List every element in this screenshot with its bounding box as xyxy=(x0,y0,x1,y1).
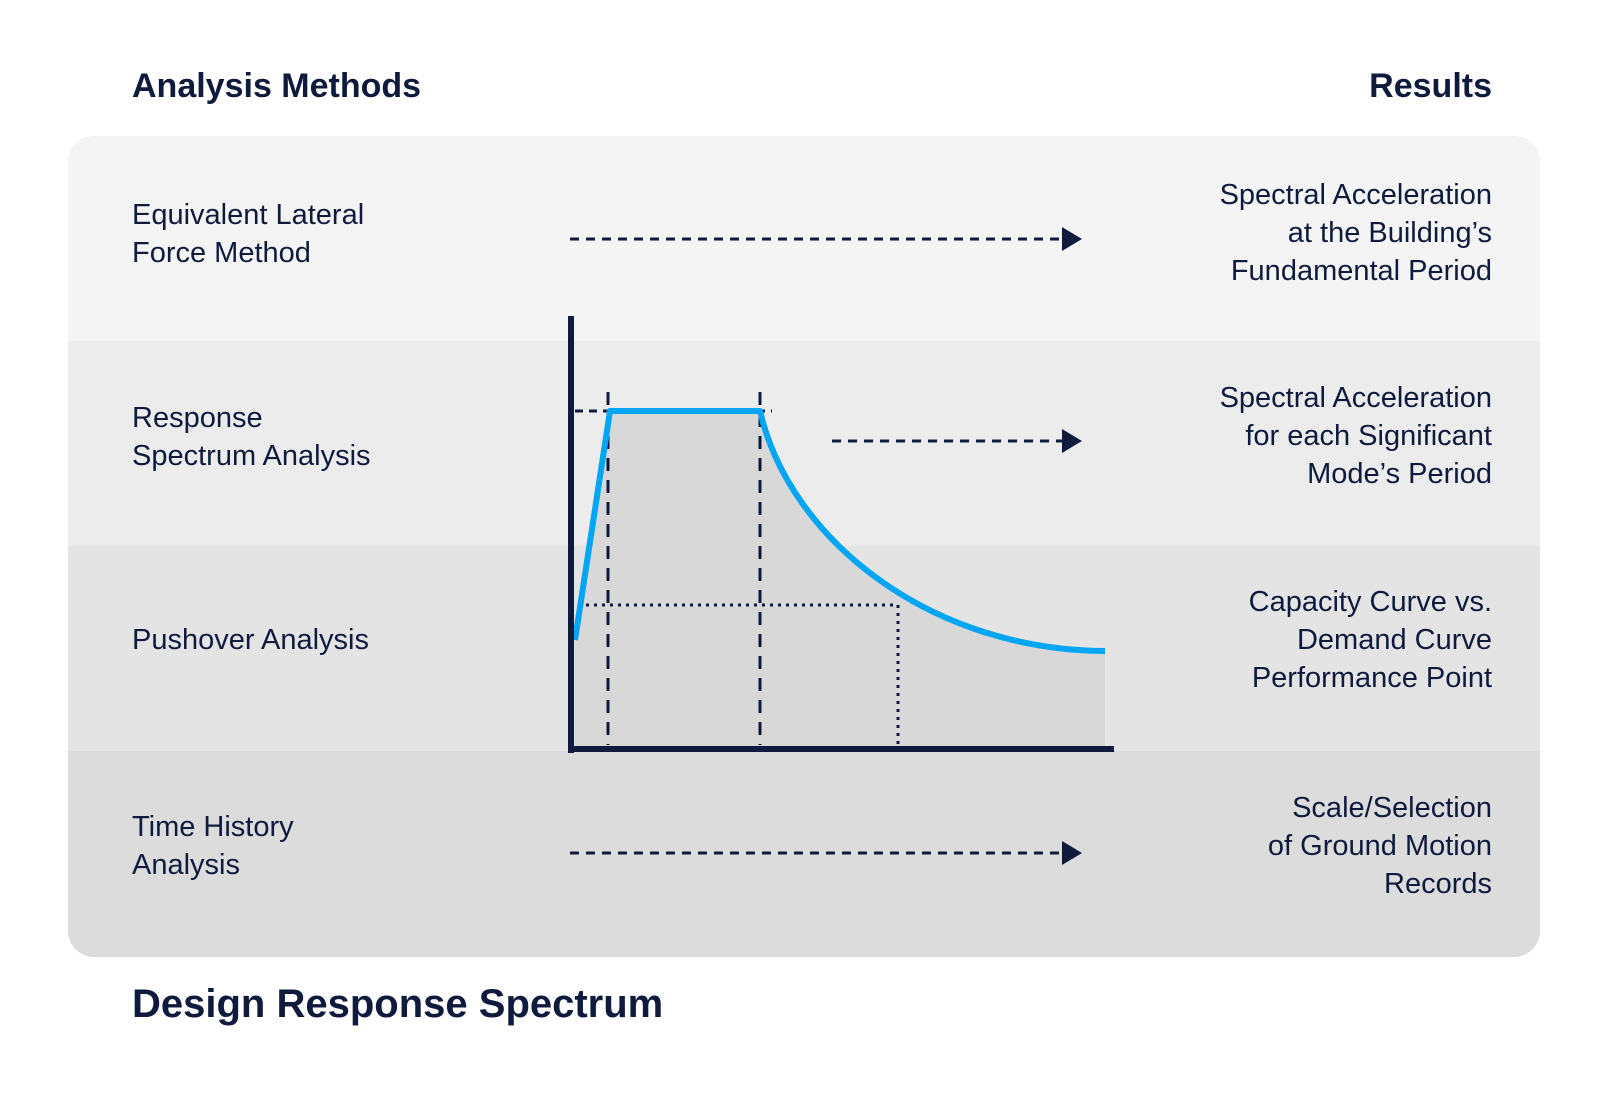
row-time-history: Time History Analysis Scale/Selection of… xyxy=(68,751,1540,957)
arrow-row-4 xyxy=(570,841,1082,865)
diagram-title: Design Response Spectrum xyxy=(132,982,664,1026)
spectrum-curve xyxy=(572,408,1106,654)
spectrum-area xyxy=(575,411,1105,749)
arrowhead-icon xyxy=(1062,841,1082,865)
result-label: Spectral Acceleration for each Significa… xyxy=(1219,382,1492,490)
arrowhead-icon xyxy=(1062,227,1082,251)
result-label: Capacity Curve vs. Demand Curve Performa… xyxy=(1248,586,1492,694)
row-equivalent-lateral-force: Equivalent Lateral Force Method Spectral… xyxy=(68,136,1540,341)
method-label: Equivalent Lateral Force Method xyxy=(132,199,365,269)
result-label: Spectral Acceleration at the Building’s … xyxy=(1219,179,1492,287)
method-label: Time History Analysis xyxy=(132,811,294,881)
method-label: Pushover Analysis xyxy=(132,624,369,656)
design-response-spectrum-plot xyxy=(568,316,1114,753)
arrowhead-icon xyxy=(1062,429,1082,453)
result-label: Scale/Selection of Ground Motion Records xyxy=(1267,792,1492,900)
arrow-row-1 xyxy=(570,227,1082,251)
arrow-row-2 xyxy=(832,429,1082,453)
method-label: Response Spectrum Analysis xyxy=(132,402,371,472)
results-header: Results xyxy=(1369,67,1492,105)
methods-header: Analysis Methods xyxy=(132,67,422,105)
